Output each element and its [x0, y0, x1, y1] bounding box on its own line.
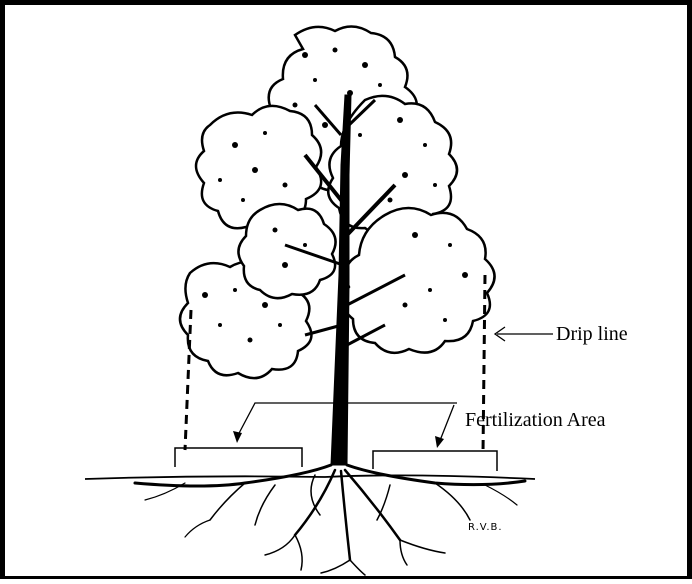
drip-line-arrow: [495, 327, 553, 341]
ground-line: [85, 475, 535, 479]
fertilization-area-label: Fertilization Area: [465, 410, 606, 430]
drip-line-label: Drip line: [556, 324, 628, 344]
artist-signature: R.V.B.: [468, 522, 503, 533]
tree-illustration: [5, 5, 692, 584]
tree-roots: [135, 465, 525, 575]
